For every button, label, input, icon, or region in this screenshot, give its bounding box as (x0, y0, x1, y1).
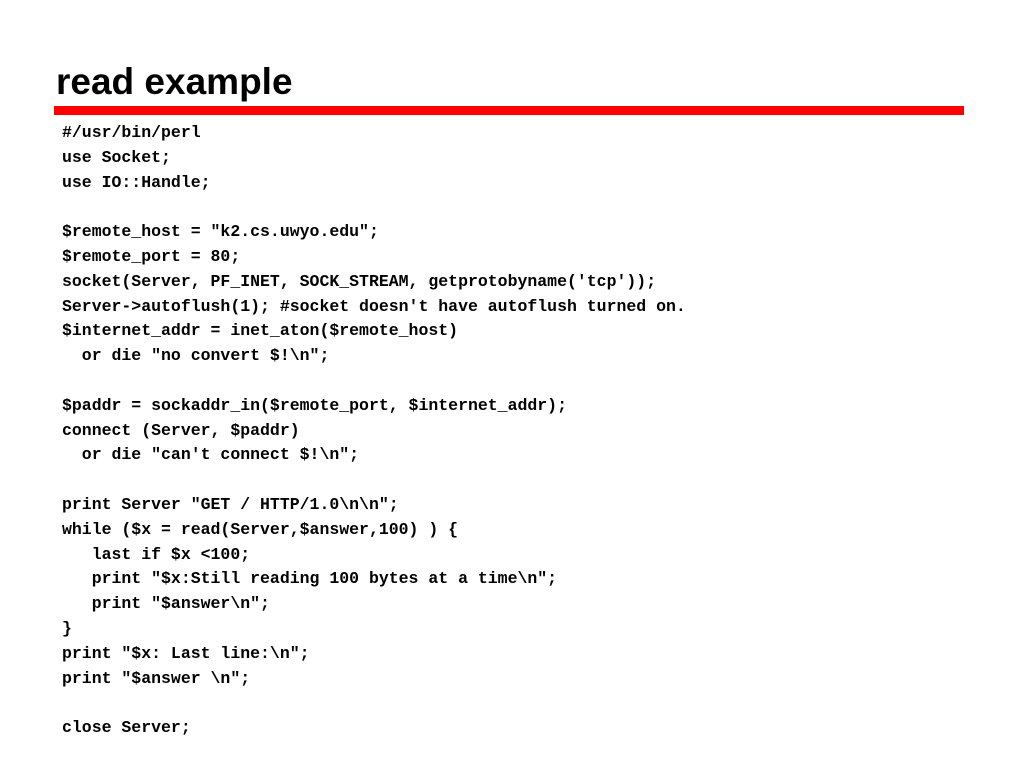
code-line: Server->autoflush(1); #socket doesn't ha… (62, 296, 686, 316)
code-line (62, 195, 686, 220)
title-underline-rule (54, 106, 964, 115)
code-line: use Socket; (62, 147, 171, 167)
code-line: $paddr = sockaddr_in($remote_port, $inte… (62, 395, 567, 415)
code-line: while ($x = read(Server,$answer,100) ) { (62, 519, 459, 539)
code-line: $internet_addr = inet_aton($remote_host) (62, 321, 459, 341)
code-line: connect (Server, $paddr) (62, 420, 300, 440)
slide-title: read example (56, 61, 293, 102)
code-line: close Server; (62, 718, 191, 738)
code-line (62, 369, 686, 394)
code-line: socket(Server, PF_INET, SOCK_STREAM, get… (62, 271, 657, 291)
code-line: or die "can't connect $!\n"; (62, 445, 360, 465)
code-line: print "$x: Last line:\n"; (62, 643, 310, 663)
code-line (62, 468, 686, 493)
code-line: $remote_port = 80; (62, 246, 241, 266)
code-line: #/usr/bin/perl (62, 123, 201, 142)
code-line (62, 691, 686, 716)
code-line: use IO::Handle; (62, 172, 211, 192)
code-line: print "$x:Still reading 100 bytes at a t… (62, 569, 558, 589)
code-line: print Server "GET / HTTP/1.0\n\n"; (62, 494, 399, 514)
code-line: $remote_host = "k2.cs.uwyo.edu"; (62, 222, 379, 242)
code-block: #/usr/bin/perl use Socket; use IO::Handl… (62, 121, 686, 741)
code-line: } (62, 618, 72, 638)
code-line: print "$answer \n"; (62, 668, 251, 688)
code-line: last if $x <100; (62, 544, 251, 564)
code-line: or die "no convert $!\n"; (62, 346, 330, 366)
code-line: print "$answer\n"; (62, 594, 270, 614)
